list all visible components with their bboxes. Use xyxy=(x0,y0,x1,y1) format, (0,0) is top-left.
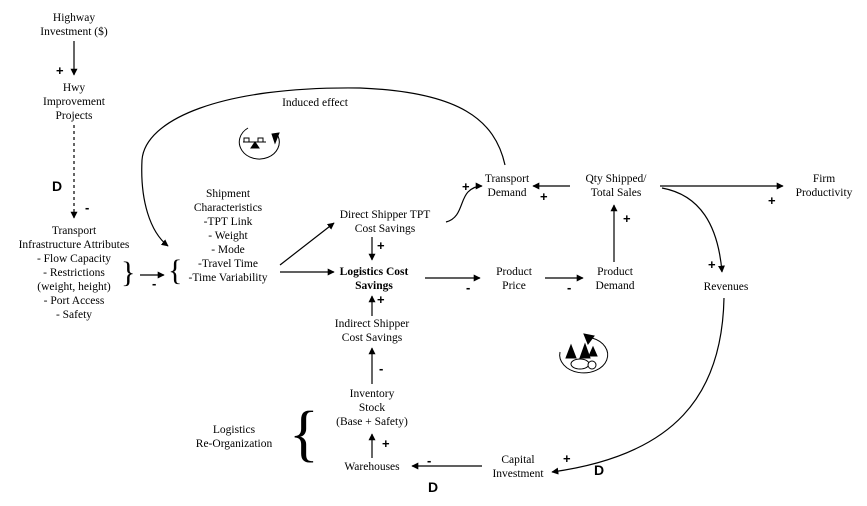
sign-plus: + xyxy=(377,238,385,253)
delay-mark: D xyxy=(594,462,605,478)
sign-plus: + xyxy=(382,436,390,451)
node-text: Improvement xyxy=(43,96,105,108)
node-text: Qty Shipped/ xyxy=(585,173,647,185)
node-text: Projects xyxy=(55,110,93,122)
node-text: Demand xyxy=(487,187,527,199)
sign-minus: - xyxy=(567,280,572,295)
sign-minus: - xyxy=(379,361,384,376)
node-text: Characteristics xyxy=(193,202,263,214)
sign-plus: + xyxy=(623,211,631,226)
node-product-price: Product Price xyxy=(483,265,545,293)
brace-reorganization: { xyxy=(289,400,319,468)
node-text: Shipment xyxy=(205,188,251,200)
node-text: - Safety xyxy=(55,309,93,321)
node-text: Capital xyxy=(501,454,535,466)
node-text: Transport xyxy=(51,225,97,237)
node-text: - Port Access xyxy=(43,295,105,307)
node-text: Product xyxy=(597,266,633,278)
node-product-demand: Product Demand xyxy=(584,265,646,293)
node-text: Highway xyxy=(52,12,96,24)
node-text: Cost Savings xyxy=(354,223,416,235)
node-warehouses: Warehouses xyxy=(330,460,414,474)
balance-loop-icon xyxy=(238,127,280,160)
arrow-induced-effect xyxy=(141,87,506,247)
node-logistics-reorganization: Logistics Re-Organization xyxy=(186,423,282,451)
node-text: Investment xyxy=(492,468,544,480)
node-text: Indirect Shipper xyxy=(334,318,410,330)
node-transport-infrastructure: Transport Infrastructure Attributes - Fl… xyxy=(6,224,142,322)
sign-plus: + xyxy=(768,193,776,208)
loop-label-induced-effect: Induced effect xyxy=(282,97,348,109)
sign-minus: - xyxy=(85,200,90,215)
arrow-direct-to-transport-demand xyxy=(445,182,483,223)
node-text: Transport xyxy=(484,173,530,185)
node-text: - Mode xyxy=(211,244,245,256)
node-text: Inventory xyxy=(349,388,395,400)
node-text: Re-Organization xyxy=(195,438,273,450)
node-direct-savings: Direct Shipper TPT Cost Savings xyxy=(322,208,448,236)
node-text: - Flow Capacity xyxy=(36,253,112,265)
delay-mark: D xyxy=(428,479,439,495)
reinforcing-loop-icon xyxy=(559,333,609,374)
brace-left: { xyxy=(168,254,183,287)
node-shipment-characteristics: Shipment Characteristics -TPT Link - Wei… xyxy=(178,187,278,285)
node-text: Savings xyxy=(355,280,393,292)
node-firm-productivity: Firm Productivity xyxy=(788,172,860,200)
node-text: Infrastructure Attributes xyxy=(18,239,130,251)
node-text: Cost Savings xyxy=(341,332,403,344)
node-logistics-savings: Logistics Cost Savings xyxy=(322,265,426,293)
node-text: Hwy xyxy=(62,82,86,94)
arrow-qty-to-revenues xyxy=(661,187,725,273)
arrow-revenues-to-capital xyxy=(551,297,725,475)
node-text: Logistics xyxy=(212,424,256,436)
sign-plus: + xyxy=(540,189,548,204)
node-text: Revenues xyxy=(703,281,749,293)
node-text: -TPT Link xyxy=(203,216,253,228)
sign-plus: + xyxy=(563,451,571,466)
sign-plus: + xyxy=(377,292,385,307)
node-text: Total Sales xyxy=(590,187,642,199)
node-text: (Base + Safety) xyxy=(336,416,408,428)
node-text: - Weight xyxy=(208,230,248,242)
node-transport-demand: Transport Demand xyxy=(476,172,538,200)
brace-right: } xyxy=(121,256,136,289)
node-qty-shipped: Qty Shipped/ Total Sales xyxy=(570,172,662,200)
node-text: Productivity xyxy=(795,187,853,199)
node-revenues: Revenues xyxy=(695,280,757,294)
node-text: Price xyxy=(502,280,526,292)
node-text: Direct Shipper TPT xyxy=(339,209,431,221)
node-text: -Time Variability xyxy=(188,272,268,284)
node-text: Demand xyxy=(595,280,635,292)
node-highway-investment: Highway Investment ($) xyxy=(29,11,119,39)
node-text: Investment ($) xyxy=(40,26,108,38)
node-capital-investment: Capital Investment xyxy=(482,453,554,481)
node-text: Warehouses xyxy=(344,461,400,473)
sign-plus: + xyxy=(56,63,64,78)
node-text: - Restrictions xyxy=(43,267,105,279)
sign-minus: - xyxy=(466,280,471,295)
arrow-shipment-to-direct xyxy=(279,222,335,266)
node-text: Logistics Cost xyxy=(339,266,409,278)
node-hwy-projects: Hwy Improvement Projects xyxy=(29,81,119,123)
node-text: (weight, height) xyxy=(37,281,111,293)
node-text: Product xyxy=(496,266,532,278)
sign-plus: + xyxy=(462,179,470,194)
sign-minus: - xyxy=(152,276,157,291)
sign-minus: - xyxy=(427,453,432,468)
node-inventory-stock: Inventory Stock (Base + Safety) xyxy=(322,387,422,429)
node-indirect-savings: Indirect Shipper Cost Savings xyxy=(322,317,422,345)
sign-plus: + xyxy=(708,257,716,272)
delay-mark: D xyxy=(52,178,63,194)
node-text: Stock xyxy=(358,402,386,414)
node-text: -Travel Time xyxy=(198,258,258,270)
node-text: Firm xyxy=(812,173,836,185)
